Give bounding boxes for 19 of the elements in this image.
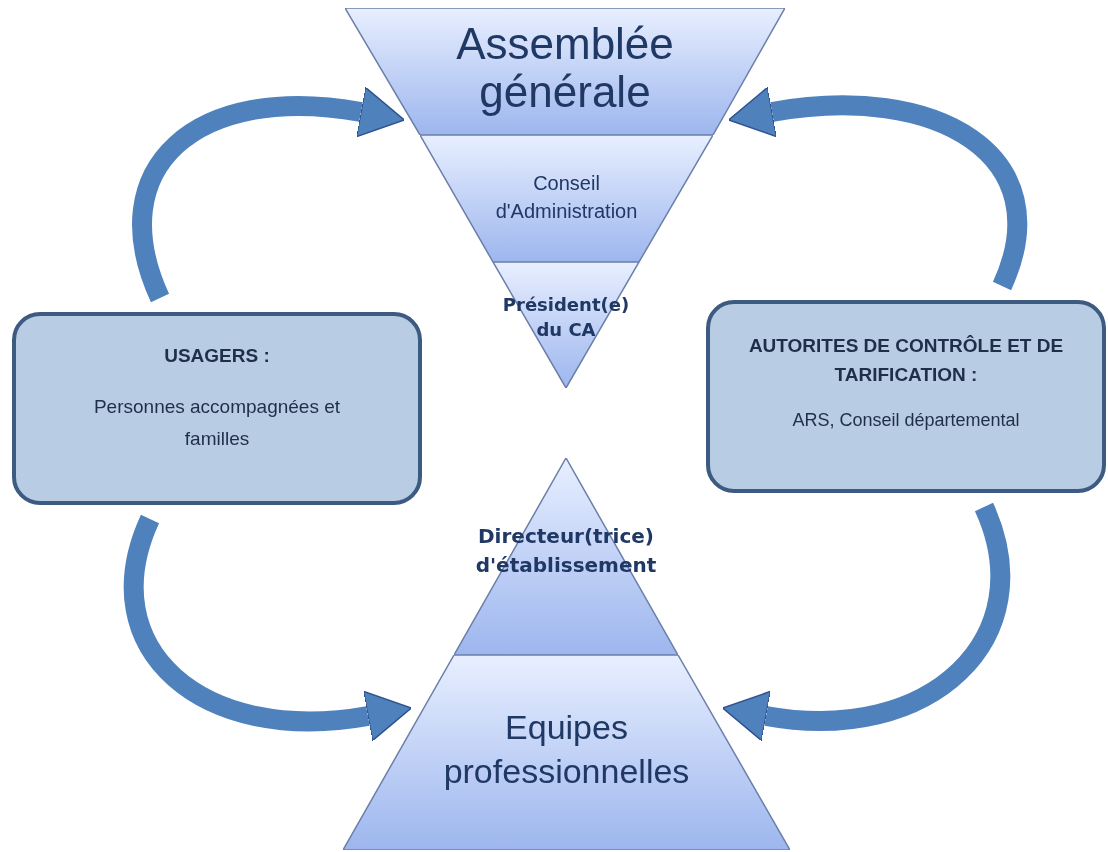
pyramid-segment	[420, 135, 713, 262]
card-heading: USAGERS :	[164, 344, 270, 368]
curved-arrow	[727, 86, 1028, 290]
segment-label: Directeur(trice) d'établissement	[474, 523, 658, 579]
pyramid-segment	[454, 458, 678, 655]
pyramid-segment	[345, 8, 785, 135]
stakeholder-card	[706, 300, 1106, 493]
segment-label: Equipes professionnelles	[442, 707, 691, 793]
segment-label: Assemblée générale	[455, 20, 675, 117]
segment-label: Président(e) du CA	[501, 293, 631, 343]
card-text: Personnes accompagnées et familles	[92, 394, 342, 451]
curved-arrow	[132, 86, 406, 302]
segment-label: Conseil d'Administration	[494, 171, 639, 224]
curved-arrow	[124, 515, 413, 742]
pyramid-segment	[343, 655, 790, 850]
card-text: ARS, Conseil départemental	[792, 409, 1020, 432]
curved-arrow	[721, 503, 1011, 742]
stakeholder-card	[12, 312, 422, 505]
card-heading: AUTORITES DE CONTRÔLE ET DE TARIFICATION :	[747, 334, 1065, 387]
